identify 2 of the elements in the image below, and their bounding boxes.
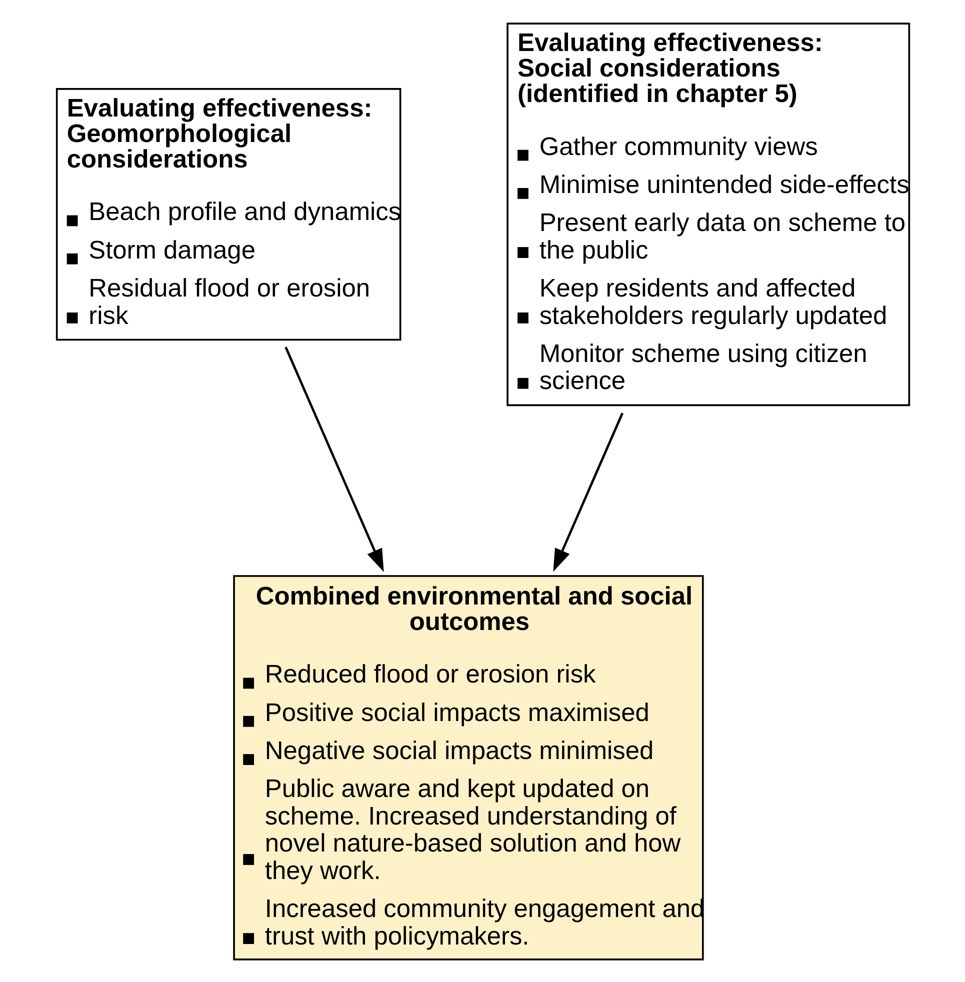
arrow	[284, 346, 384, 572]
arrow	[552, 412, 623, 572]
